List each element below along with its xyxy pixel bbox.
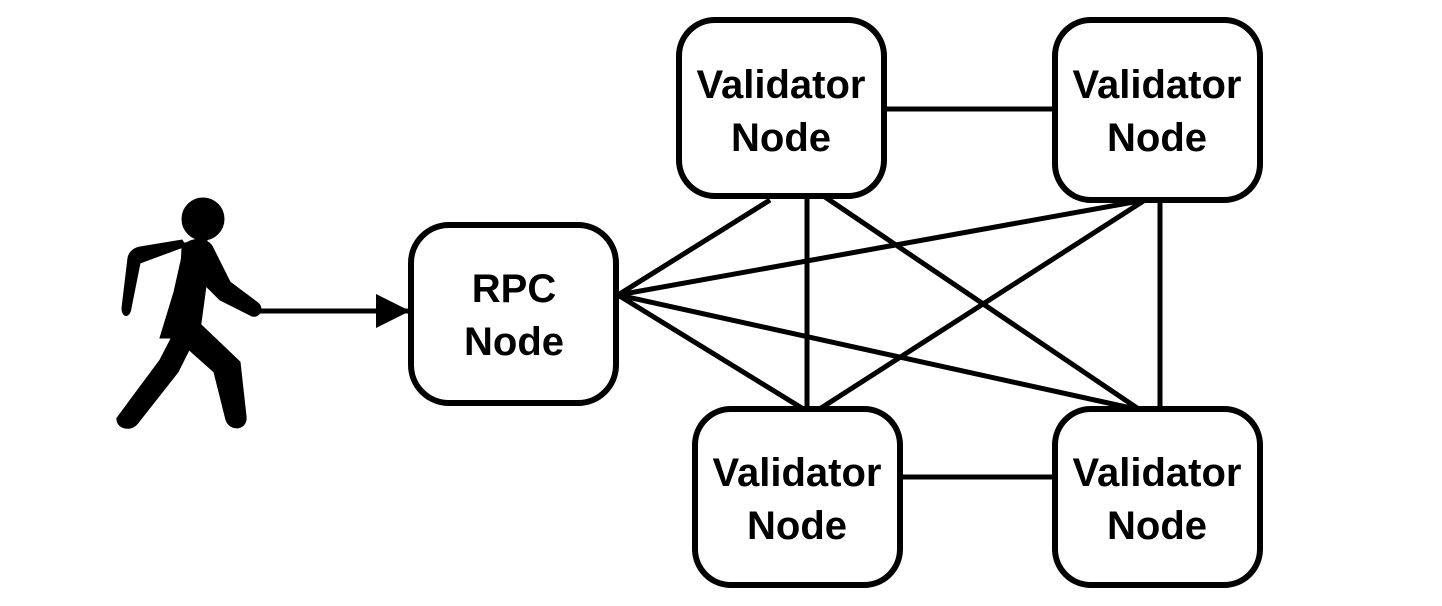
rpc-node-label-line2: Node bbox=[464, 320, 564, 364]
validator-node-top-right: Validator Node bbox=[1052, 17, 1263, 203]
validator-node-box bbox=[692, 406, 903, 588]
validator-node-box bbox=[676, 17, 887, 199]
validator-node-label-line2: Node bbox=[747, 504, 847, 548]
edge-rpc-validator-top-left bbox=[616, 197, 772, 298]
validator-node-label-line1: Validator bbox=[1073, 451, 1242, 495]
edge-rpc-validator-bottom-left bbox=[616, 292, 807, 413]
edges bbox=[616, 106, 1163, 480]
rpc-node-box bbox=[408, 222, 619, 406]
validator-node-label-line1: Validator bbox=[1073, 63, 1242, 107]
validator-node-label-line2: Node bbox=[1107, 504, 1207, 548]
edge-top-right-bottom-left bbox=[816, 197, 1147, 413]
edge-rpc-validator-top-right bbox=[617, 197, 1146, 298]
validator-node-bottom-left: Validator Node bbox=[692, 406, 903, 588]
validator-node-label-line2: Node bbox=[731, 116, 831, 160]
edge-rpc-validator-bottom-right bbox=[617, 292, 1141, 413]
validator-node-label-line2: Node bbox=[1107, 116, 1207, 160]
validator-node-box bbox=[1052, 406, 1263, 588]
validator-node-label-line1: Validator bbox=[713, 451, 882, 495]
rpc-node-label-line1: RPC bbox=[472, 267, 556, 311]
validator-node-bottom-right: Validator Node bbox=[1052, 406, 1263, 588]
validator-node-top-left: Validator Node bbox=[676, 17, 887, 199]
arrowhead-icon bbox=[376, 294, 410, 328]
person-walking-icon bbox=[116, 197, 262, 429]
validator-node-label-line1: Validator bbox=[697, 63, 866, 107]
validator-node-box bbox=[1052, 17, 1263, 203]
rpc-node: RPC Node bbox=[408, 222, 619, 406]
